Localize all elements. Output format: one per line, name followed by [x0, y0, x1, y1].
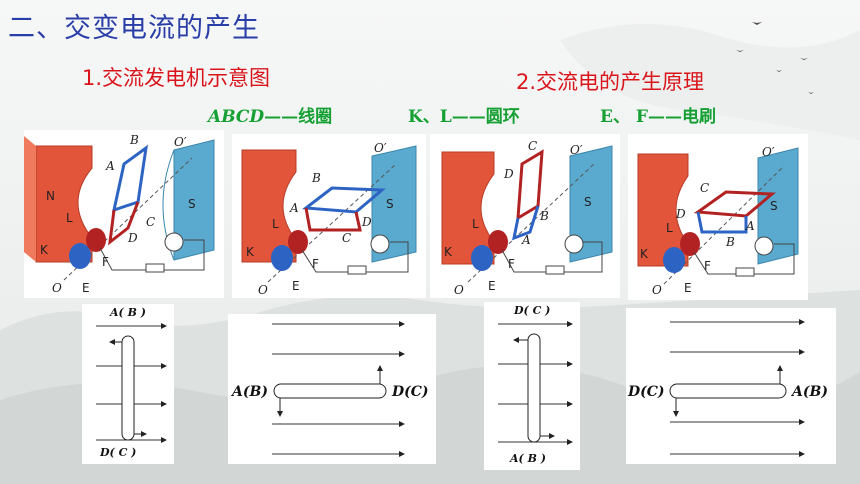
gen1-label-A: A	[105, 159, 115, 173]
cross-section-4: D(C) A(B)	[627, 319, 828, 457]
generator-panel-3: C O′ D B S A L K F E O	[430, 134, 620, 298]
cs1-top-label: A( B )	[109, 306, 146, 319]
cross-section-panel-3: D( C ) A( B )	[484, 302, 580, 470]
generator-diagram-4: O′ C D S A B L K F E O	[637, 145, 799, 297]
gen1-label-F: F	[102, 255, 109, 269]
gen2-label-B: B	[311, 171, 321, 185]
cs4-right-label: A(B)	[790, 384, 828, 400]
gen4-label-K: K	[640, 247, 649, 261]
gen1-label-S: S	[188, 197, 196, 211]
gen2-label-A: A	[289, 201, 299, 215]
gen2-label-C: C	[342, 231, 351, 245]
gen4-label-D: D	[675, 207, 686, 221]
gen1-label-B: B	[129, 133, 139, 147]
gen4-label-F: F	[704, 259, 711, 273]
gen4-label-A: A	[745, 219, 755, 233]
subtitle-generator: 1.交流发电机示意图	[82, 66, 271, 90]
gen3-label-S: S	[584, 195, 592, 209]
gen1-label-K: K	[40, 243, 49, 257]
cross-section-3: D( C ) A( B )	[498, 304, 573, 465]
gen2-label-O: O	[258, 283, 268, 297]
gen2-label-O-prime: O′	[374, 141, 387, 155]
legend-coil: ABCD——线圈	[208, 102, 332, 127]
gen4-label-S: S	[770, 199, 778, 213]
cs3-bottom-label: A( B )	[509, 452, 546, 465]
cs2-left-label: A(B)	[230, 384, 268, 400]
cross-section-panel-1: A( B ) D( C )	[82, 304, 174, 464]
gen3-label-E: E	[488, 279, 496, 293]
gen3-label-D: D	[503, 167, 514, 181]
legend-brush: E、 F——电刷	[600, 107, 716, 127]
legend-coil-code: ABCD	[208, 107, 265, 127]
gen2-label-L: L	[272, 217, 279, 231]
gen3-label-A: A	[521, 233, 531, 247]
gen2-label-E: E	[292, 279, 300, 293]
gen3-label-L: L	[472, 217, 479, 231]
subtitle-principle: 2.交流电的产生原理	[516, 70, 705, 94]
generator-panel-2: B O′ A S D C L K F E O	[232, 134, 426, 298]
gen3-label-O: O	[454, 283, 464, 297]
gen3-label-F: F	[508, 257, 515, 271]
gen3-label-K: K	[444, 245, 453, 259]
gen4-label-O-prime: O′	[762, 145, 775, 159]
generator-diagram-3: C O′ D B S A L K F E O	[441, 139, 613, 297]
cross-section-panel-2: A(B) D(C)	[228, 314, 436, 464]
cs2-right-label: D(C)	[391, 384, 429, 400]
gen1-label-O-prime: O′	[174, 135, 187, 149]
cross-section-1: A( B ) D( C )	[96, 306, 167, 459]
gen2-label-S: S	[386, 197, 394, 211]
generator-panel-4: O′ C D S A B L K F E O	[628, 134, 808, 300]
gen1-label-C: C	[146, 215, 155, 229]
gen3-label-B: B	[539, 209, 549, 223]
legend-coil-text: ——线圈	[264, 107, 333, 127]
flying-birds	[736, 22, 814, 94]
cross-section-2: A(B) D(C)	[230, 321, 429, 457]
gen2-label-F: F	[312, 257, 319, 271]
cs3-top-label: D( C )	[513, 304, 550, 317]
cs4-left-label: D(C)	[627, 384, 665, 400]
gen2-label-D: D	[361, 215, 372, 229]
gen2-label-K: K	[246, 245, 255, 259]
gen4-label-C: C	[700, 181, 709, 195]
gen4-label-L: L	[666, 221, 673, 235]
gen1-label-E: E	[82, 281, 90, 295]
gen1-label-O: O	[52, 281, 62, 295]
gen1-label-D: D	[127, 231, 138, 245]
cs1-bottom-label: D( C )	[99, 446, 136, 459]
gen4-label-O: O	[652, 283, 662, 297]
generator-diagram-1: N S A B C D O′ L K F E O	[24, 133, 215, 295]
generator-diagram-2: B O′ A S D C L K F E O	[241, 141, 417, 297]
generator-panel-1: N S A B C D O′ L K F E O	[24, 130, 224, 298]
gen4-label-B: B	[725, 235, 735, 249]
gen4-label-E: E	[684, 281, 692, 295]
gen1-label-L: L	[66, 211, 73, 225]
gen1-label-N: N	[46, 189, 55, 203]
gen3-label-C: C	[528, 139, 537, 153]
page-title: 二、交变电流的产生	[8, 13, 260, 44]
cross-section-panel-4: D(C) A(B)	[626, 308, 836, 464]
legend-ring: K、L——圆环	[408, 107, 520, 127]
gen3-label-O-prime: O′	[570, 143, 583, 157]
